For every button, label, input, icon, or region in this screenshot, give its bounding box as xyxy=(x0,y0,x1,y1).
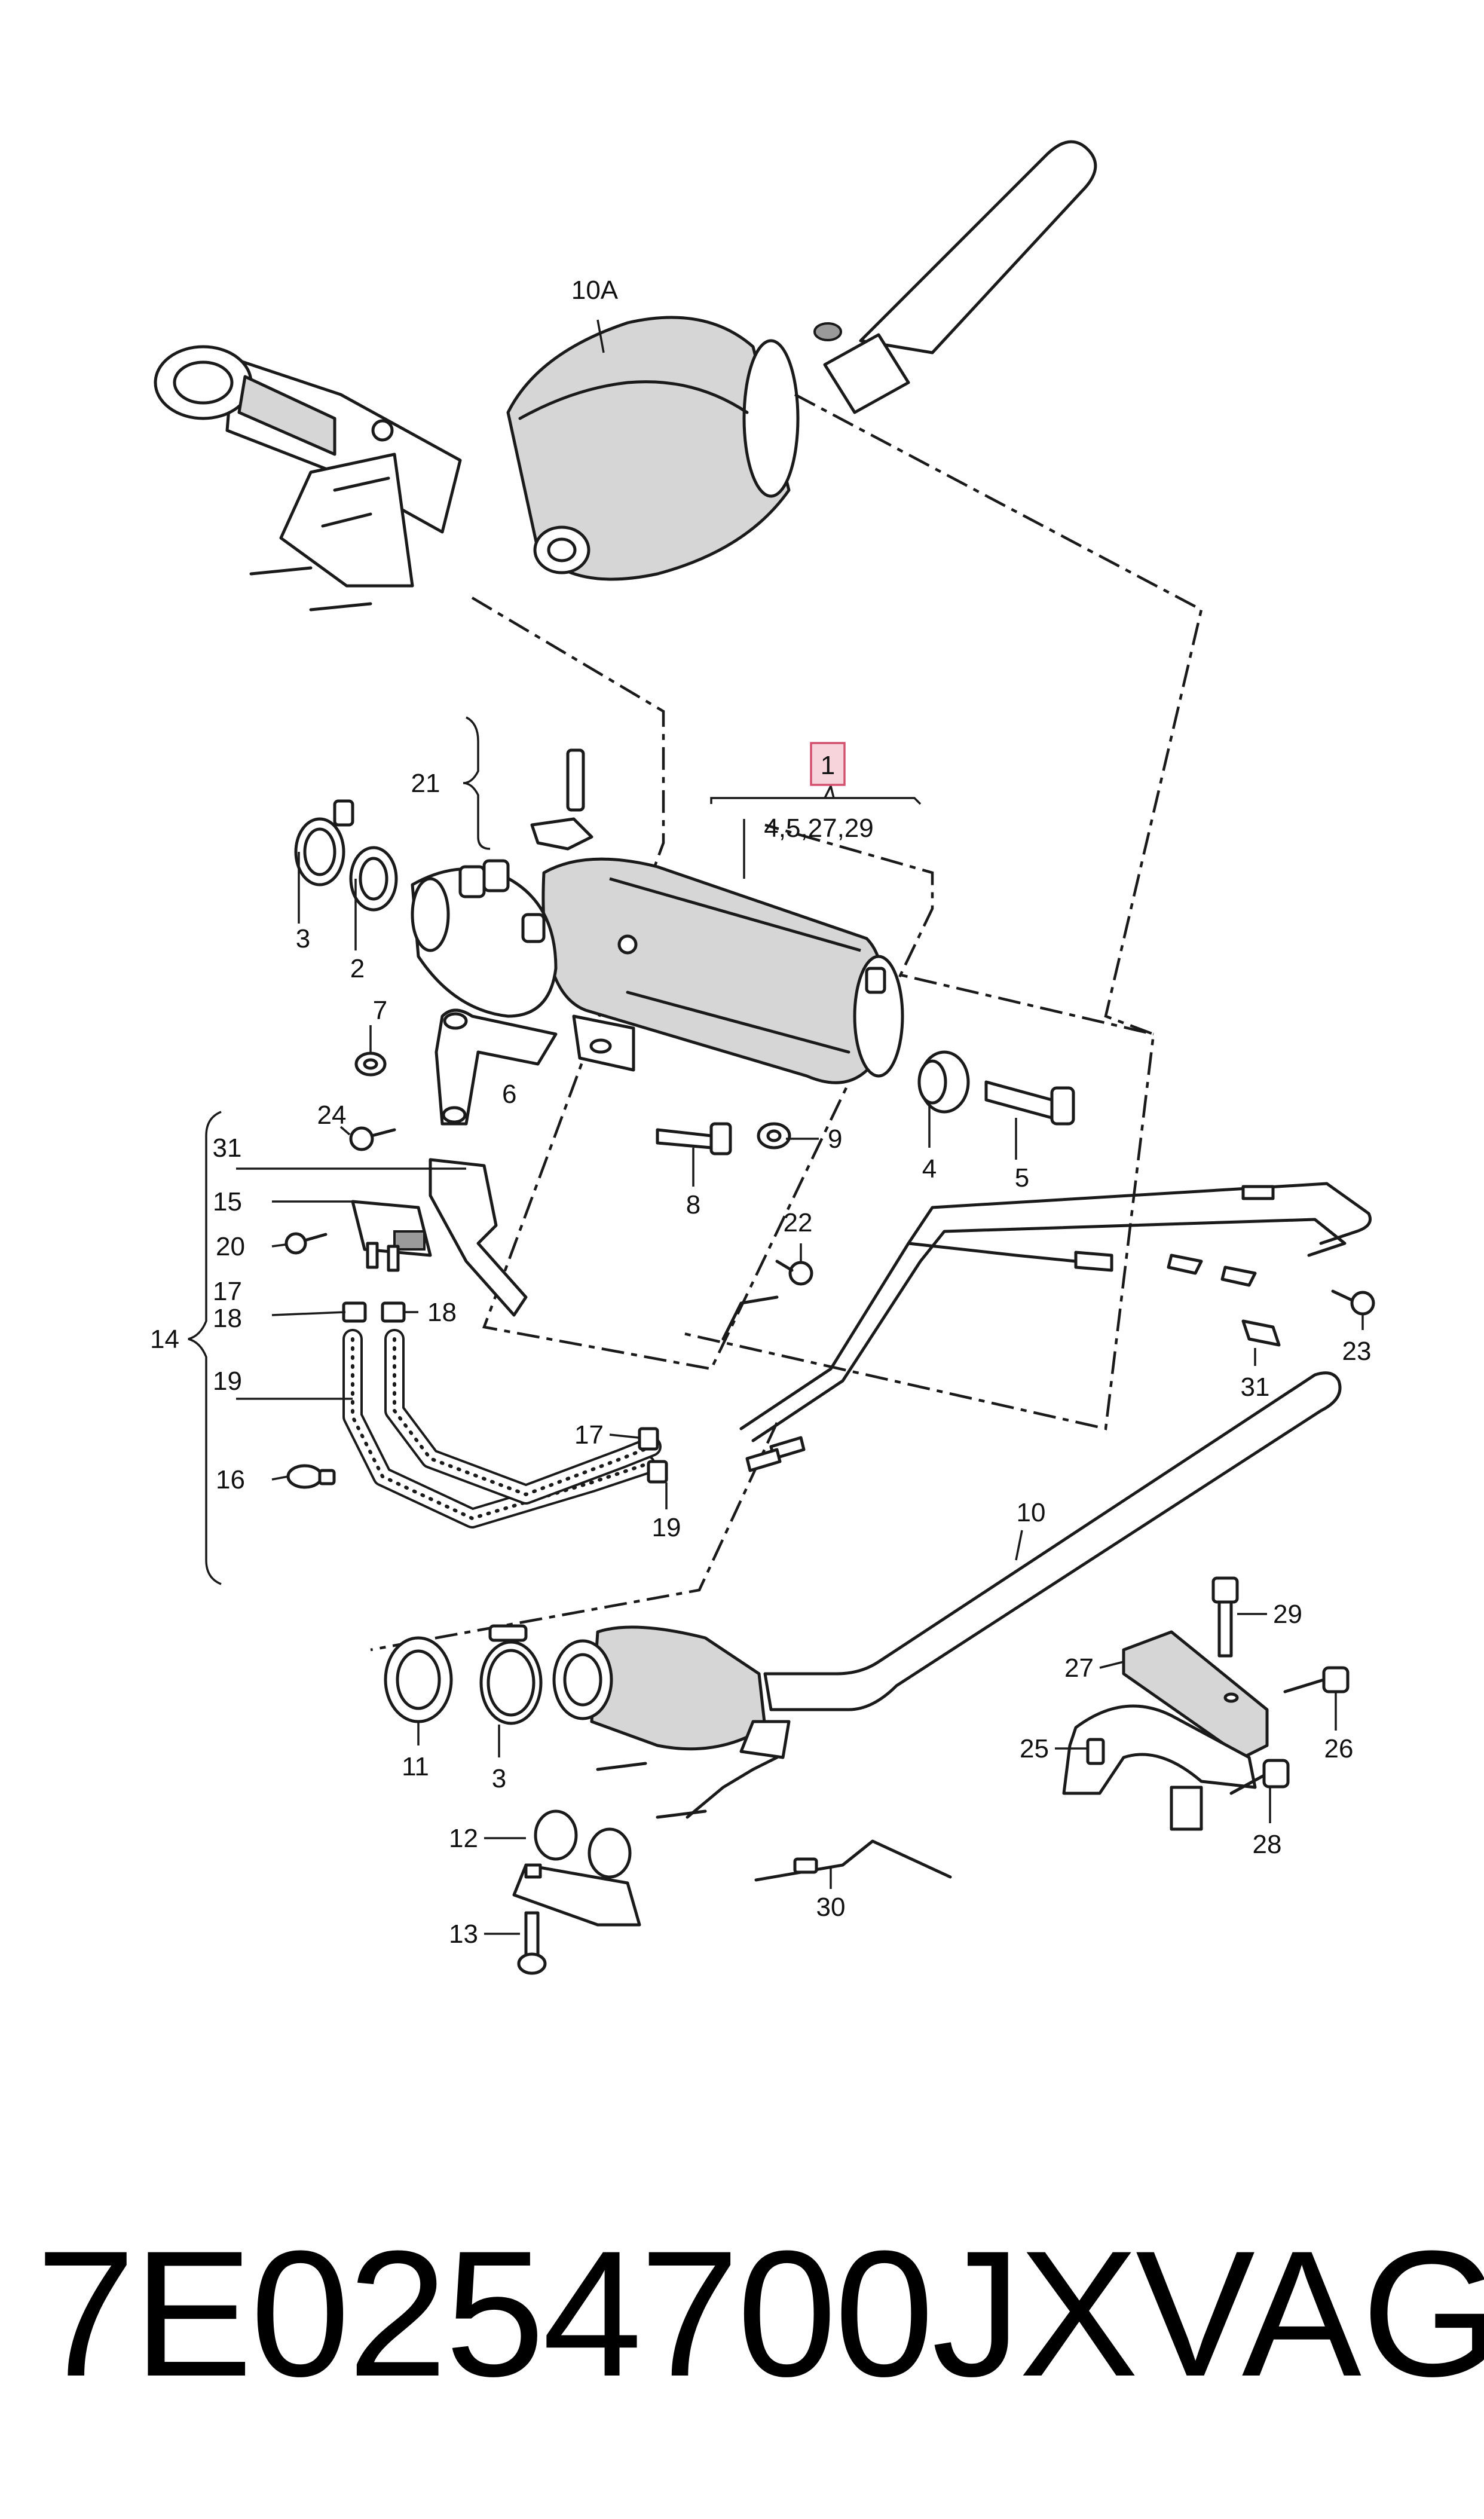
callout-19-left: 19 xyxy=(213,1367,242,1396)
part-19-hoses xyxy=(342,1329,662,1528)
callout-11: 11 xyxy=(402,1752,429,1781)
part-10-exhaust-pipe xyxy=(552,1371,1342,1819)
part-29-bolt xyxy=(1211,1576,1239,1658)
bracket-part-1 xyxy=(710,782,922,805)
pressure-pipes xyxy=(721,1182,1372,1472)
part-13-screw xyxy=(517,1911,547,1975)
callout-10: 10 xyxy=(1017,1498,1046,1527)
part-8-bolt xyxy=(656,1122,732,1155)
part-26-bolt xyxy=(1283,1666,1350,1693)
callout-1-subparts: 4,5,27,29 xyxy=(764,814,874,843)
part-28-bolt xyxy=(1229,1759,1290,1795)
part-31-bracket-left xyxy=(429,1158,528,1317)
callout-9: 9 xyxy=(828,1124,842,1154)
part-27-heat-shield xyxy=(1122,1630,1269,1759)
part-1-particulate-filter xyxy=(411,857,904,1084)
callout-1: 1 xyxy=(821,751,835,780)
part-17-hose-clip-lower xyxy=(638,1427,668,1484)
part-21-fastener xyxy=(463,716,593,851)
callout-17-left: 17 xyxy=(213,1277,242,1306)
bracket-part-14 xyxy=(188,1111,222,1585)
part-11-gasket-lower xyxy=(384,1636,453,1723)
callout-8: 8 xyxy=(686,1190,700,1219)
callout-27: 27 xyxy=(1064,1653,1094,1683)
callout-19-right: 19 xyxy=(652,1513,681,1542)
callout-24: 24 xyxy=(317,1100,347,1130)
part-20-screw xyxy=(284,1232,328,1255)
part-number-caption: 7E0254700JX xyxy=(36,2213,1139,2414)
part-30-pipe xyxy=(754,1839,952,1882)
assembly-boundary-lines xyxy=(370,393,1203,1652)
callout-28: 28 xyxy=(1253,1830,1282,1859)
callout-6: 6 xyxy=(502,1080,516,1109)
callout-16: 16 xyxy=(216,1465,245,1494)
part-16-hose-clamp xyxy=(286,1464,336,1489)
callout-17-right: 17 xyxy=(574,1420,604,1450)
part-23-bolt xyxy=(1331,1289,1375,1316)
part-18-hose-clip xyxy=(342,1301,406,1323)
callout-21: 21 xyxy=(411,769,440,798)
callout-29: 29 xyxy=(1273,1600,1302,1629)
part-9-nut xyxy=(757,1122,791,1150)
callout-13: 13 xyxy=(449,1919,478,1949)
part-24-bolt xyxy=(349,1126,396,1151)
part-10A-catalytic-converter xyxy=(154,140,1097,612)
callout-15: 15 xyxy=(213,1187,242,1216)
callout-31-left: 31 xyxy=(213,1133,242,1163)
callout-18-right: 18 xyxy=(427,1298,457,1327)
part-3-clamp-upper xyxy=(294,799,354,886)
part-12-hanger xyxy=(512,1809,641,1927)
callout-31-right: 31 xyxy=(1241,1372,1270,1402)
part-31-clip-right xyxy=(1167,1254,1281,1347)
part-4-rubber-bush xyxy=(917,1050,970,1114)
callout-14: 14 xyxy=(150,1325,179,1354)
part-15-pressure-sensor xyxy=(351,1200,432,1272)
part-3-clamp-lower xyxy=(479,1624,543,1725)
callout-20: 20 xyxy=(216,1232,245,1261)
callout-25: 25 xyxy=(1020,1734,1049,1763)
part-6-bracket xyxy=(435,1008,558,1126)
callout-22: 22 xyxy=(784,1208,813,1237)
part-7-nut xyxy=(354,1051,387,1077)
part-5-bolt xyxy=(984,1080,1075,1126)
callout-4: 4 xyxy=(922,1154,937,1184)
callout-26: 26 xyxy=(1324,1734,1354,1763)
callout-5: 5 xyxy=(1015,1163,1029,1193)
highlight-callout-1 xyxy=(810,742,846,786)
part-25-bracket xyxy=(1062,1704,1257,1831)
callout-3-lower: 3 xyxy=(492,1764,506,1793)
part-2-gasket-upper xyxy=(349,846,398,912)
callout-18-left: 18 xyxy=(213,1304,242,1333)
callout-7: 7 xyxy=(373,996,387,1025)
callout-23: 23 xyxy=(1342,1337,1372,1366)
brand-caption: VAG xyxy=(1136,2213,1484,2414)
callout-2: 2 xyxy=(350,954,365,983)
callout-12: 12 xyxy=(449,1824,478,1853)
part-22-bolt xyxy=(775,1260,813,1286)
callout-10A: 10A xyxy=(571,276,619,305)
callout-labels: 10A 1 4,5,27,29 21 3 2 7 24 6 4 5 9 8 31… xyxy=(150,276,1371,1949)
leader-lines xyxy=(236,319,1364,1935)
callout-30: 30 xyxy=(816,1893,846,1922)
callout-3-upper: 3 xyxy=(296,924,310,953)
